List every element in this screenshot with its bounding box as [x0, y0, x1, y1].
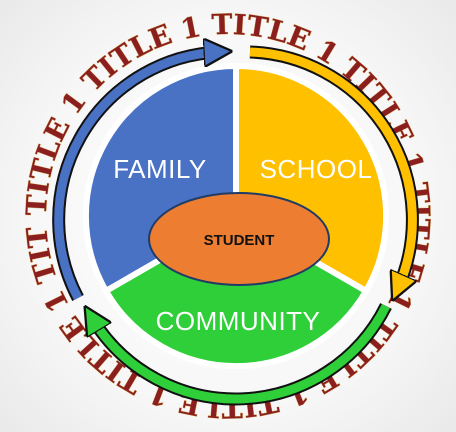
- label-community: COMMUNITY: [156, 306, 321, 336]
- label-school: SCHOOL: [260, 154, 373, 184]
- label-family: FAMILY: [113, 154, 207, 184]
- label-student: STUDENT: [204, 232, 275, 249]
- arrow-school-to-community: [249, 45, 419, 288]
- arrow-community-to-family: [92, 303, 392, 406]
- center-student-ellipse: [148, 192, 330, 286]
- arrow-family-to-school: [52, 52, 218, 302]
